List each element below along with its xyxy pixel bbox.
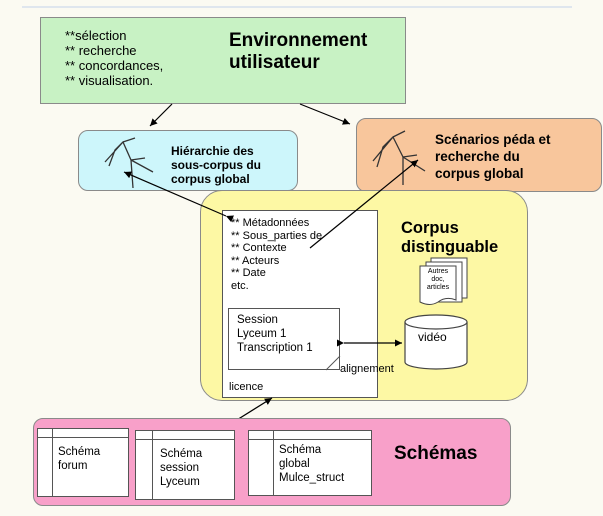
metadata-item: ** Acteurs bbox=[231, 254, 280, 267]
schema-line: session bbox=[160, 462, 199, 474]
scenarios-box[interactable]: Scénarios péda et recherche du corpus gl… bbox=[356, 118, 602, 192]
schema-divider bbox=[136, 439, 234, 440]
schemas-title: Schémas bbox=[394, 443, 478, 464]
session-line: Lyceum 1 bbox=[237, 328, 287, 340]
schema-line: Mulce_struct bbox=[279, 472, 345, 484]
feature-item: ** concordances, bbox=[65, 58, 164, 73]
other-docs-line: doc, bbox=[431, 276, 445, 283]
schema-forum-label: Schéma forum bbox=[58, 445, 100, 473]
schema-line: Schéma bbox=[279, 444, 322, 456]
metadata-item: etc. bbox=[231, 279, 249, 292]
schema-divider bbox=[52, 429, 53, 496]
metadata-item: ** Contexte bbox=[231, 242, 287, 254]
corpus-title: Corpus distinguable bbox=[401, 219, 498, 257]
schema-line: Schéma bbox=[160, 448, 203, 460]
environment-box[interactable]: **sélection ** recherche ** concordances… bbox=[40, 17, 406, 104]
schema-line: Schéma bbox=[58, 446, 101, 458]
feature-item: **sélection bbox=[65, 28, 127, 43]
schema-forum-box[interactable]: Schéma forum bbox=[37, 428, 129, 497]
schema-global-label: Schéma global Mulce_struct bbox=[279, 443, 344, 485]
session-line: Session bbox=[237, 314, 278, 326]
scenarios-line: recherche du bbox=[435, 149, 520, 164]
environment-features: **sélection ** recherche ** concordances… bbox=[65, 28, 163, 88]
video-cylinder-icon bbox=[404, 314, 468, 370]
session-line: Transcription 1 bbox=[237, 342, 313, 354]
feature-item: ** recherche bbox=[65, 43, 137, 58]
scenarios-line: Scénarios péda et bbox=[435, 132, 551, 147]
environment-title-line1: Environnement bbox=[229, 30, 368, 51]
corpus-title-line: Corpus bbox=[401, 219, 459, 237]
schema-divider bbox=[38, 437, 128, 438]
schema-divider bbox=[249, 439, 371, 440]
session-document[interactable]: Session Lyceum 1 Transcription 1 bbox=[228, 308, 340, 370]
hierarchy-line: sous-corpus du bbox=[171, 158, 262, 172]
schema-divider bbox=[152, 431, 153, 499]
schema-divider bbox=[273, 431, 274, 495]
environment-title-line2: utilisateur bbox=[229, 52, 320, 73]
scenarios-label: Scénarios péda et recherche du corpus gl… bbox=[435, 131, 551, 182]
schema-global-box[interactable]: Schéma global Mulce_struct bbox=[248, 430, 372, 496]
other-documents-label: Autres doc, articles bbox=[423, 268, 453, 292]
environment-title: Environnement utilisateur bbox=[229, 30, 367, 74]
schema-session-label: Schéma session Lyceum bbox=[160, 447, 202, 489]
hierarchy-line: Hiérarchie des bbox=[171, 144, 254, 158]
other-docs-line: Autres bbox=[427, 268, 449, 275]
video-label: vidéo bbox=[418, 330, 447, 344]
session-text: Session Lyceum 1 Transcription 1 bbox=[237, 313, 313, 355]
top-rule bbox=[22, 6, 572, 8]
licence-label: licence bbox=[229, 381, 264, 393]
documents-stack-icon bbox=[419, 257, 468, 305]
metadata-list: ** Métadonnées ** Sous_parties de ** Con… bbox=[231, 217, 322, 292]
other-docs-line: articles bbox=[426, 284, 450, 291]
metadata-item: ** Sous_parties de bbox=[231, 229, 323, 242]
scenarios-line: corpus global bbox=[435, 166, 524, 181]
corpus-title-line: distinguable bbox=[401, 238, 499, 256]
alignment-label: alignement bbox=[340, 363, 394, 375]
metadata-item: ** Date bbox=[231, 267, 266, 279]
feature-item: ** visualisation. bbox=[65, 73, 154, 88]
schema-line: Lyceum bbox=[160, 476, 200, 488]
metadata-item: ** Métadonnées bbox=[231, 217, 310, 229]
schema-line: forum bbox=[58, 460, 88, 472]
schema-line: global bbox=[279, 458, 310, 470]
schema-session-box[interactable]: Schéma session Lyceum bbox=[135, 430, 235, 500]
